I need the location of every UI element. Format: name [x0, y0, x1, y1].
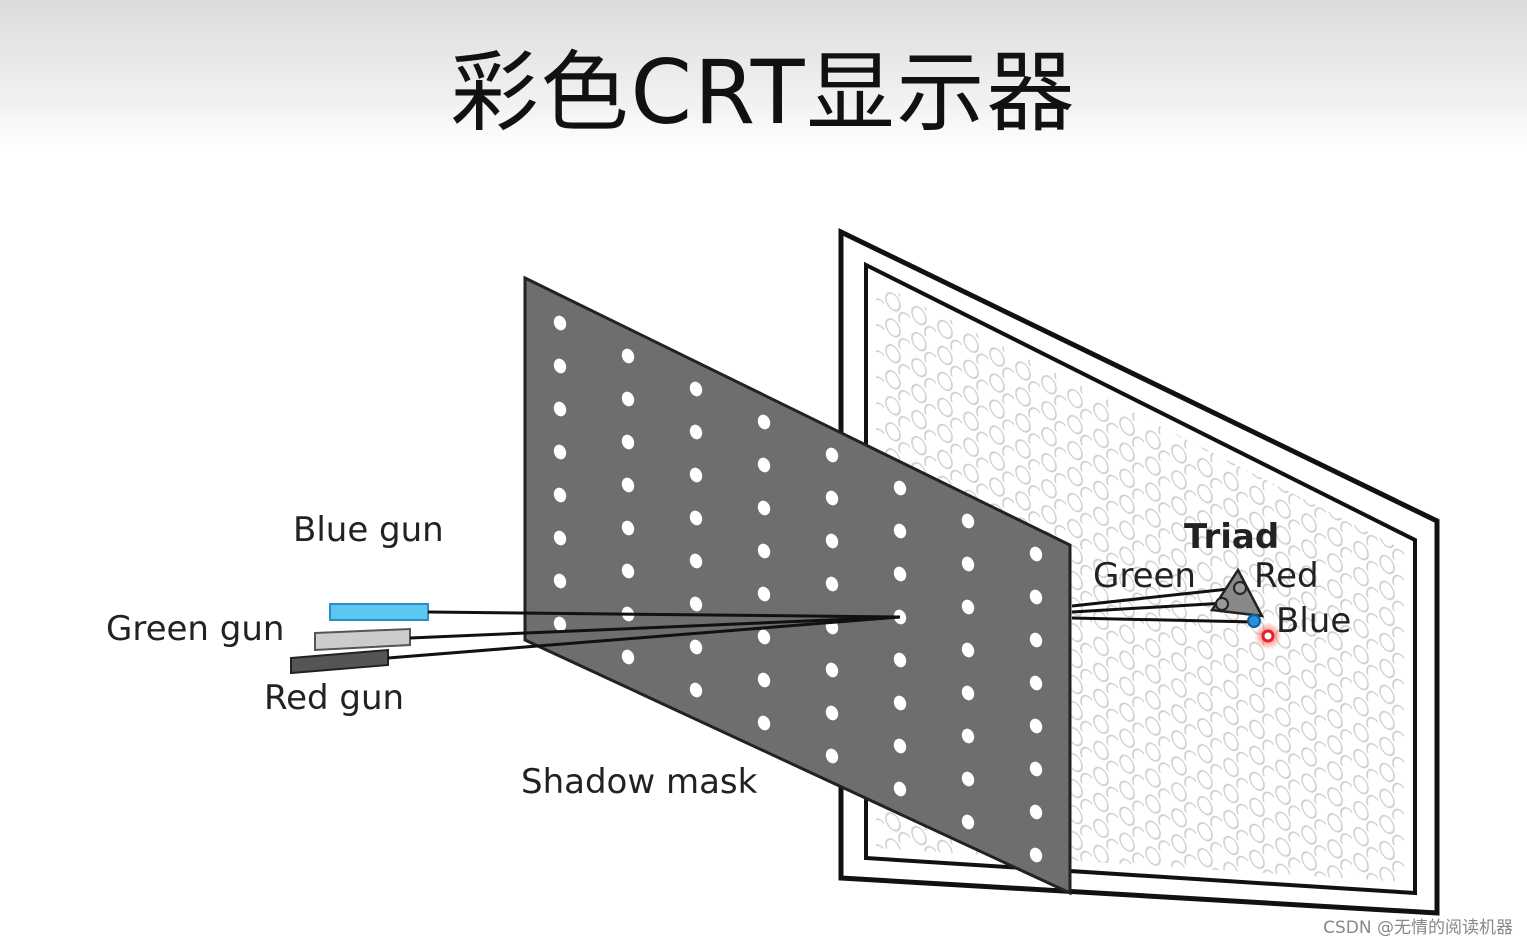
- mask-hole: [689, 510, 703, 526]
- shadow-mask-holes: [553, 315, 1043, 863]
- mask-hole: [621, 649, 635, 665]
- mask-hole: [825, 533, 839, 549]
- mask-hole: [553, 573, 567, 589]
- shadow-mask-plate: [523, 275, 1072, 896]
- mask-hole: [621, 477, 635, 493]
- mask-hole: [1029, 546, 1043, 562]
- triad-green-dot-2: [1215, 597, 1229, 611]
- page-title: 彩色CRT显示器: [450, 41, 1077, 144]
- triad-green-dot: [1233, 581, 1247, 595]
- triad-red-label: Red: [1254, 556, 1319, 596]
- mask-hole: [1029, 632, 1043, 648]
- mask-hole: [689, 381, 703, 397]
- mask-hole: [961, 642, 975, 658]
- mask-hole: [893, 566, 907, 582]
- mask-hole: [689, 467, 703, 483]
- mask-hole: [893, 523, 907, 539]
- triad-blue-dot: [1247, 614, 1261, 628]
- mask-hole: [825, 576, 839, 592]
- mask-hole: [553, 444, 567, 460]
- mask-hole: [757, 414, 771, 430]
- mask-hole: [825, 748, 839, 764]
- beams-to-mask: [387, 610, 901, 660]
- mask-hole: [553, 401, 567, 417]
- mask-hole: [961, 814, 975, 830]
- mask-hole: [825, 705, 839, 721]
- mask-hole: [757, 500, 771, 516]
- mask-hole: [825, 447, 839, 463]
- shadow-mask: [523, 275, 1072, 896]
- mask-hole: [689, 596, 703, 612]
- mask-hole: [961, 599, 975, 615]
- mask-hole: [961, 771, 975, 787]
- electron-guns: [290, 603, 429, 675]
- mask-hole: [757, 715, 771, 731]
- mask-hole: [961, 513, 975, 529]
- mask-hole: [1029, 804, 1043, 820]
- mask-hole: [1029, 761, 1043, 777]
- triad-red-dot: [1261, 629, 1275, 643]
- mask-hole: [893, 652, 907, 668]
- mask-hole: [757, 629, 771, 645]
- triad: [1209, 567, 1282, 650]
- mask-hole: [553, 487, 567, 503]
- mask-hole: [621, 434, 635, 450]
- mask-hole: [961, 728, 975, 744]
- mask-hole: [893, 480, 907, 496]
- triad-green-label: Green: [1093, 556, 1196, 596]
- mask-hole: [825, 662, 839, 678]
- title-bar: [0, 0, 1527, 150]
- green-gun: [314, 627, 411, 652]
- mask-hole: [893, 781, 907, 797]
- mask-hole: [621, 520, 635, 536]
- mask-hole: [893, 695, 907, 711]
- mask-hole: [757, 586, 771, 602]
- green-beam: [409, 615, 901, 640]
- mask-hole: [553, 315, 567, 331]
- mask-hole: [689, 553, 703, 569]
- mask-hole: [1029, 675, 1043, 691]
- mask-hole: [689, 424, 703, 440]
- red-gun-label: Red gun: [264, 678, 405, 718]
- triad-blue-label: Blue: [1276, 601, 1352, 641]
- mask-hole: [893, 738, 907, 754]
- green-gun-label: Green gun: [106, 609, 285, 649]
- watermark: CSDN @无情的阅读机器: [1323, 918, 1513, 938]
- mask-hole: [621, 563, 635, 579]
- mask-hole: [1029, 589, 1043, 605]
- mask-hole: [961, 556, 975, 572]
- beams-to-screen: [1071, 586, 1256, 624]
- mask-hole: [757, 457, 771, 473]
- mask-hole: [553, 358, 567, 374]
- red-gun: [290, 648, 389, 675]
- blue-beam: [427, 610, 901, 619]
- mask-hole: [757, 672, 771, 688]
- mask-hole: [961, 685, 975, 701]
- mask-hole: [689, 639, 703, 655]
- blue-gun-label: Blue gun: [293, 510, 444, 550]
- mask-hole: [1029, 847, 1043, 863]
- mask-hole: [689, 682, 703, 698]
- mask-hole: [621, 348, 635, 364]
- mask-hole: [825, 490, 839, 506]
- mask-hole: [1029, 718, 1043, 734]
- shadow-mask-label: Shadow mask: [521, 762, 758, 802]
- mask-hole: [621, 391, 635, 407]
- triad-label: Triad: [1184, 517, 1280, 557]
- red-beam: [387, 615, 901, 660]
- mask-hole: [553, 530, 567, 546]
- mask-hole: [757, 543, 771, 559]
- blue-gun: [329, 603, 429, 621]
- mask-hole: [553, 616, 567, 632]
